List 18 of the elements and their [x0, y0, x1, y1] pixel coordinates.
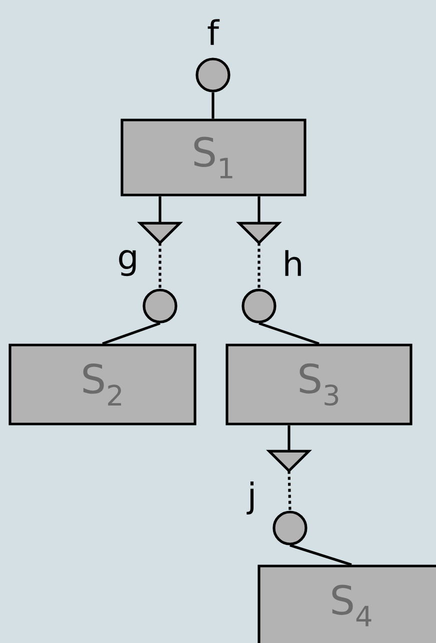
component-box: S$_{1}$ — [120, 118, 306, 196]
connector-line — [102, 322, 160, 345]
connector-line — [290, 544, 352, 566]
connector-line — [288, 425, 290, 452]
connector-line — [158, 196, 162, 224]
component-box: S$_{2}$ — [8, 344, 196, 426]
component-box: S$_{4}$ — [258, 564, 436, 643]
dotted-connector — [288, 470, 292, 511]
interface-label: h — [285, 250, 301, 276]
interface-label: j — [246, 482, 254, 514]
dotted-connector — [158, 242, 162, 289]
connector-line — [258, 322, 320, 345]
connector-line — [258, 196, 260, 224]
connector-line — [212, 92, 214, 119]
dotted-connector — [258, 242, 260, 289]
interface-label: f — [208, 19, 220, 45]
component-box: S$_{3}$ — [226, 344, 412, 426]
interface-label: g — [119, 250, 136, 276]
